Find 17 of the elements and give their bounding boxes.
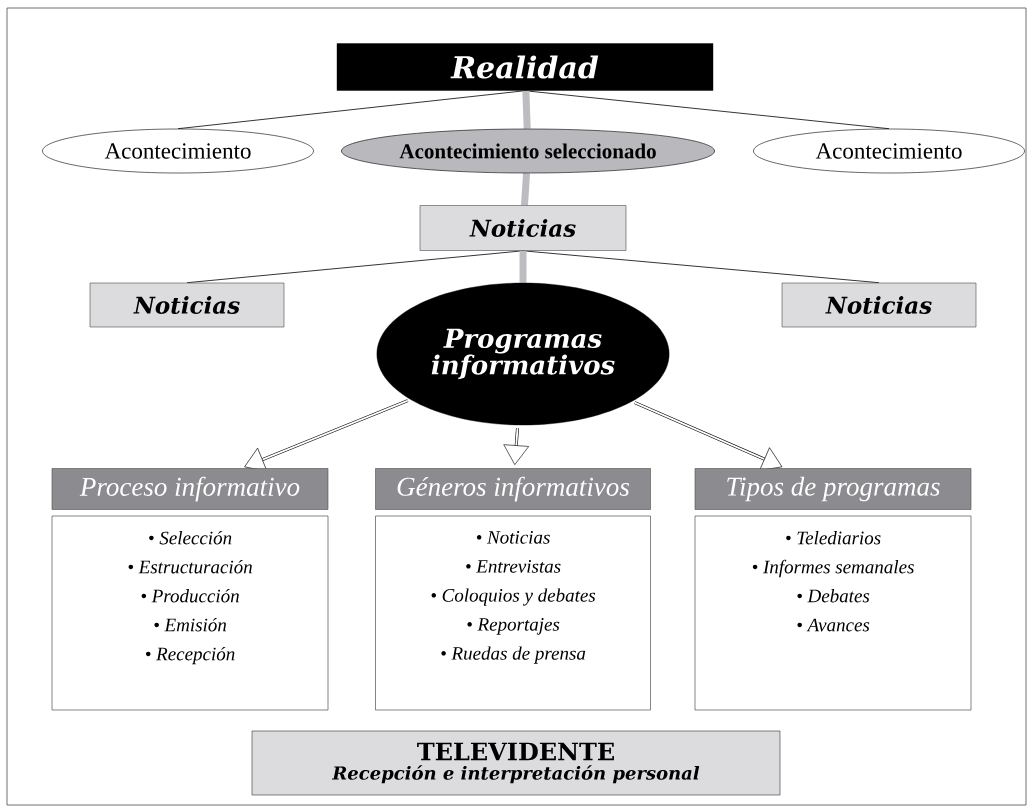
header-box: Proceso informativo (51, 468, 329, 510)
connector-line (519, 250, 527, 283)
news-box: Noticias (419, 205, 627, 251)
connector-line (521, 173, 531, 206)
viewer-box: TELEVIDENTE Recepción e interpretación personal (251, 730, 781, 796)
title-box: Realidad (336, 43, 714, 91)
node-label: Acontecimiento (815, 143, 962, 159)
connector-line (522, 90, 531, 129)
news-box: Noticias (781, 282, 977, 328)
news-box: Noticias (89, 282, 285, 328)
list-box: • Telediarios • Informes semanales • Debates • Avances (694, 515, 972, 711)
list-box: • Selección • Estructuración • Producción • Emisión • Recepción (51, 515, 329, 711)
hollow-arrow (503, 427, 529, 465)
list-box: • Noticias • Entrevistas • Coloquios y debates • Reportajes • Ruedas de prensa (375, 515, 651, 711)
header-box: Géneros informativos (375, 468, 651, 510)
header-box: Tipos de programas (694, 468, 972, 510)
hollow-arrow (633, 401, 783, 471)
